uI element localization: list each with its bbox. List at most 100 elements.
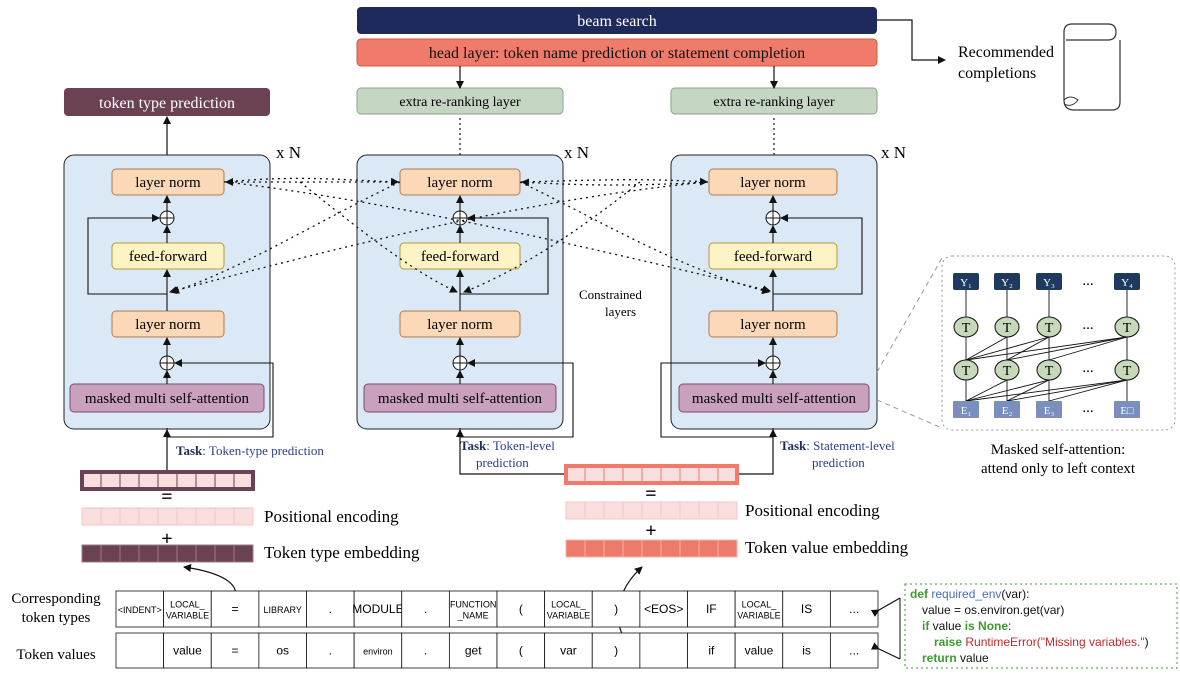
head-layer-box — [356, 38, 878, 67]
plus-left: + — [161, 528, 172, 550]
positional-cell — [603, 501, 624, 520]
ellipsis: ... — [1082, 317, 1093, 333]
code-box — [904, 583, 1178, 669]
token-cell — [448, 632, 498, 669]
transformer-node — [953, 316, 979, 338]
token-value-embedding — [565, 539, 738, 558]
task-label-3: Task: Statement-level — [780, 438, 895, 453]
positional-encoding-right — [565, 501, 738, 520]
token-cell — [353, 590, 403, 628]
token-text: is — [802, 644, 811, 658]
token-text: <EOS> — [644, 602, 683, 616]
token-cell — [258, 590, 307, 628]
repeat-label-2: x N — [564, 143, 589, 162]
input-embedding-cell — [717, 465, 738, 484]
code-line: value = os.environ.get(var) — [922, 603, 1064, 617]
token-text: . — [329, 602, 332, 616]
token-cell — [306, 590, 355, 628]
ellipsis: ... — [1082, 400, 1093, 416]
output-node — [953, 273, 979, 290]
token-cell — [687, 632, 736, 669]
svg-text:masked multi self-attention: masked multi self-attention — [85, 391, 250, 407]
token-text: value — [173, 644, 202, 658]
transformer-node-label: T — [962, 321, 971, 336]
input-embedding-cell — [698, 465, 719, 484]
value-embedding-cell — [679, 539, 700, 558]
token-cell — [496, 590, 546, 628]
token-text: VARIABLE — [166, 611, 209, 621]
token-text: ... — [849, 644, 859, 658]
positional-cell — [176, 507, 197, 526]
token-cell — [258, 632, 307, 669]
token-text: LOCAL_ — [170, 600, 206, 610]
token-cell — [687, 590, 736, 628]
input-node — [994, 401, 1020, 418]
svg-text:layer norm: layer norm — [740, 317, 806, 333]
types-row-label-1: Corresponding — [11, 591, 101, 607]
input-embedding-cell — [565, 465, 586, 484]
token-type-prediction-box — [64, 88, 270, 116]
svg-text:feed-forward: feed-forward — [734, 249, 813, 265]
recommended-label-2: completions — [958, 65, 1036, 82]
positional-encoding-left — [81, 507, 254, 526]
token-text: ( — [519, 602, 523, 616]
transformer-node-label: T — [962, 364, 971, 379]
transformer-node — [1036, 316, 1062, 338]
token-cell — [829, 590, 879, 628]
type-embedding-cell — [214, 544, 235, 563]
positional-cell — [584, 501, 605, 520]
type-embedding-cell — [233, 544, 254, 563]
type-embedding-cell — [100, 544, 121, 563]
input-embedding-cell — [214, 471, 235, 490]
type-embedding-label: Token type embedding — [264, 543, 420, 562]
type-embedding-cell — [119, 544, 140, 563]
token-cell — [829, 632, 879, 669]
input-embedding-cell — [119, 471, 140, 490]
token-text: if — [708, 644, 715, 658]
positional-cell — [195, 507, 216, 526]
svg-text:feed-forward: feed-forward — [421, 249, 500, 265]
output-node — [1036, 273, 1062, 290]
input-embedding-cell — [584, 465, 605, 484]
input-node — [1036, 401, 1062, 418]
positional-cell — [660, 501, 681, 520]
type-embedding-cell — [138, 544, 159, 563]
token-text: . — [329, 644, 332, 658]
svg-text:layer norm: layer norm — [135, 175, 201, 191]
task-label-2: Task: Token-level — [460, 438, 555, 453]
token-cell — [544, 632, 593, 669]
token-text: = — [232, 644, 239, 658]
svg-text:layer norm: layer norm — [135, 317, 201, 333]
beam-search-label: beam search — [577, 13, 657, 30]
transformer-node — [994, 359, 1020, 381]
transformer-node — [1036, 359, 1062, 381]
token-type-prediction-label: token type prediction — [99, 95, 235, 112]
values-row-label: Token values — [16, 647, 96, 663]
code-line: return value — [922, 651, 989, 665]
output-node — [994, 273, 1020, 290]
token-text: VARIABLE — [737, 611, 780, 621]
svg-text:layer norm: layer norm — [740, 175, 806, 191]
token-cell — [734, 632, 784, 669]
svg-text:masked multi self-attention: masked multi self-attention — [378, 391, 543, 407]
token-cell — [115, 590, 165, 628]
equals-left: = — [161, 486, 172, 508]
task-label-1: Task: Token-type prediction — [176, 443, 324, 458]
type-embedding-cell — [176, 544, 197, 563]
transformer-node-label: T — [1003, 321, 1012, 336]
transformer-block-3: layer norm feed-forward layer norm maske… — [670, 154, 878, 430]
attention-3 — [678, 383, 870, 413]
positional-cell — [81, 507, 102, 526]
token-text: os — [276, 644, 289, 658]
constraint-connections — [169, 177, 771, 295]
token-cell — [163, 632, 212, 669]
value-embedding-cell — [584, 539, 605, 558]
token-text: . — [424, 644, 427, 658]
input-embedding-cell — [195, 471, 216, 490]
input-embedding-cell — [138, 471, 159, 490]
code-snippet: def required_env(var):value = os.environ… — [910, 587, 1149, 665]
ellipsis: ... — [1082, 360, 1093, 376]
value-embedding-cell — [641, 539, 662, 558]
transformer-node-label: T — [1123, 321, 1132, 336]
input-node-label: E₃ — [1044, 405, 1055, 417]
